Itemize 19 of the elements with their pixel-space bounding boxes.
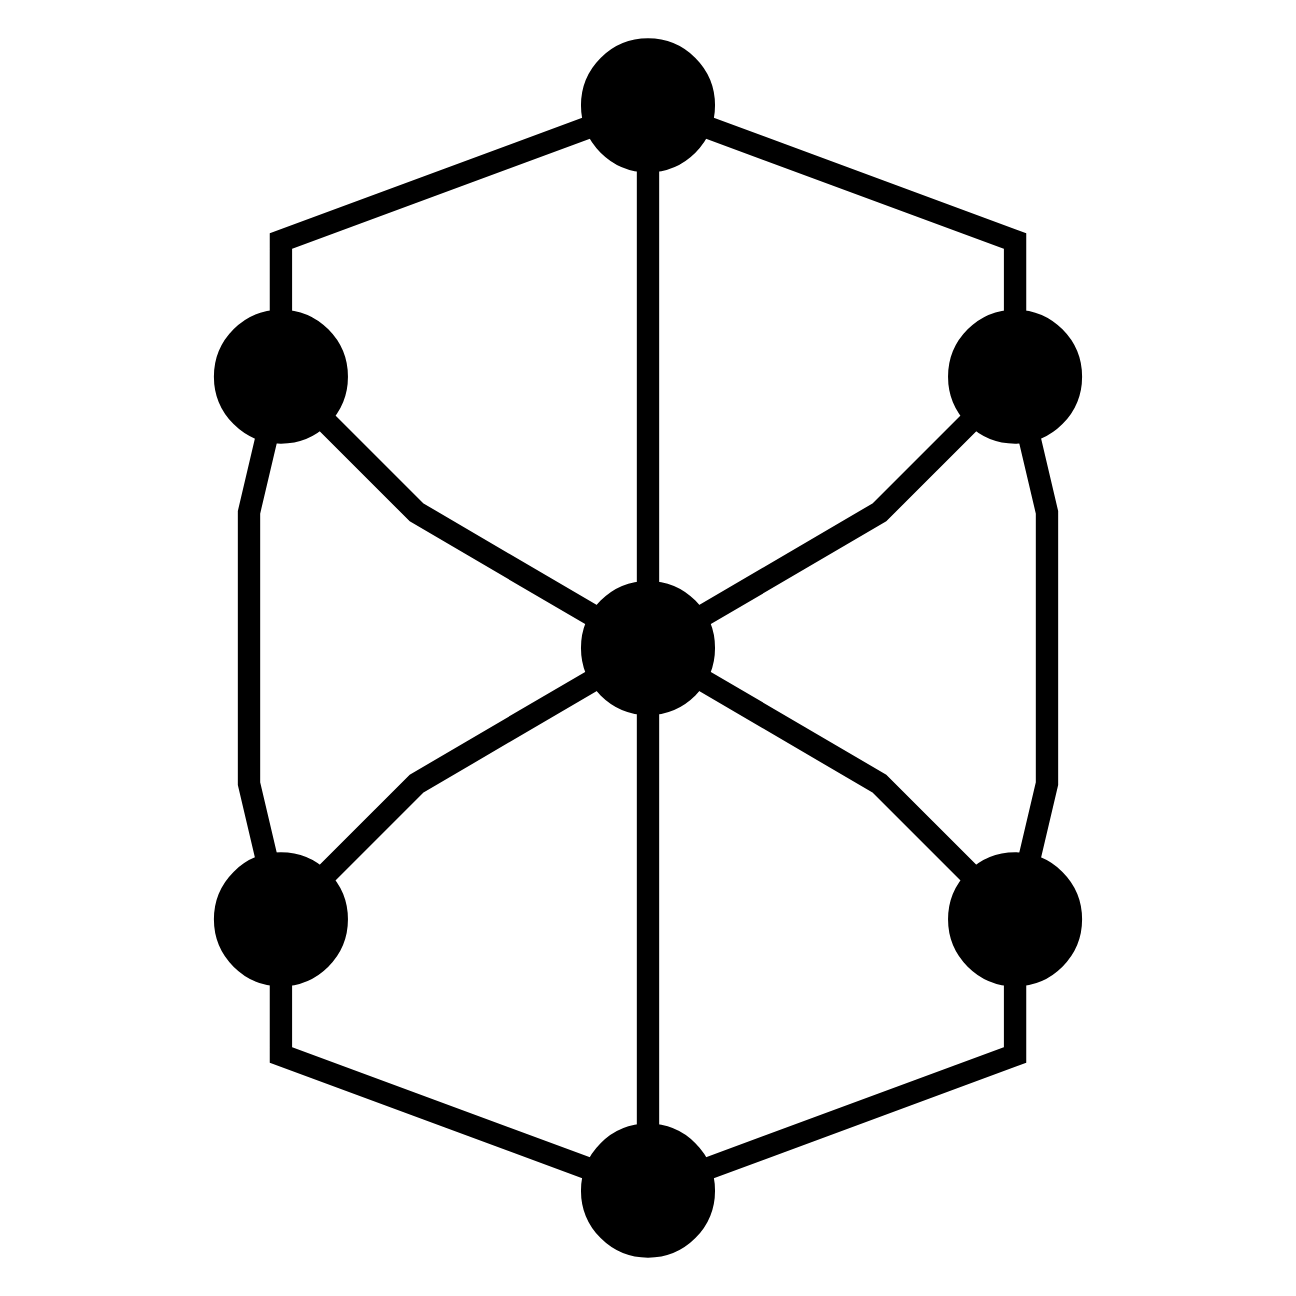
node-dot — [948, 852, 1083, 987]
node-dot — [580, 580, 716, 716]
node-dot — [580, 1123, 716, 1258]
edge-line — [269, 117, 592, 313]
edge-line — [318, 413, 599, 626]
edge-line — [636, 711, 660, 1127]
node-dot — [948, 309, 1083, 444]
node-dot — [213, 309, 348, 444]
edge-line — [704, 117, 1027, 313]
edge-line — [697, 413, 978, 626]
node-dot — [580, 38, 716, 173]
edge-line — [636, 169, 660, 585]
node-dot — [213, 852, 348, 987]
edge-line — [704, 983, 1027, 1179]
edge-line — [269, 983, 592, 1179]
edge-line — [1018, 436, 1059, 860]
edge-line — [318, 670, 599, 883]
edge-line — [237, 436, 278, 860]
edge-line — [697, 670, 978, 883]
